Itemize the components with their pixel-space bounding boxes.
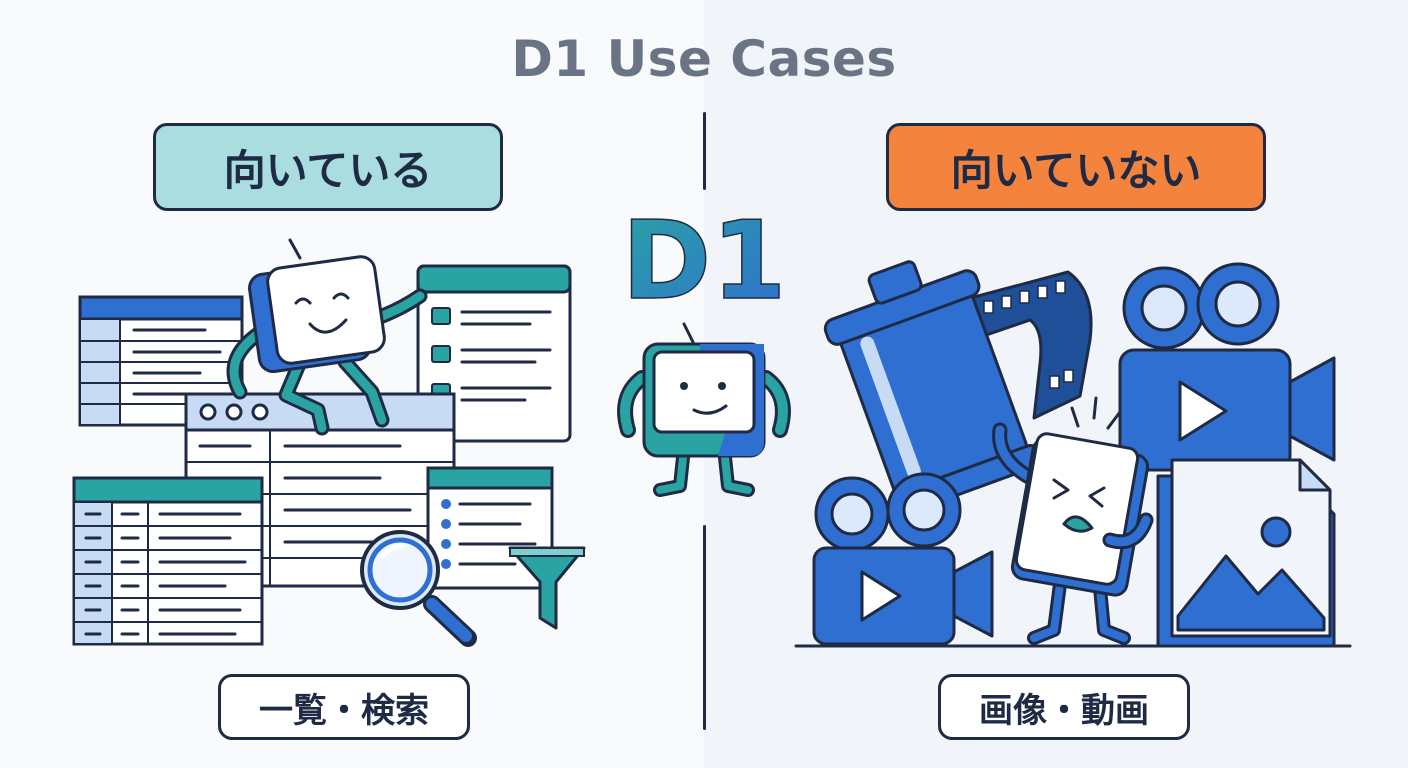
table-icon-back-left xyxy=(78,295,244,427)
center-mascot-icon xyxy=(617,322,791,497)
divider-bottom xyxy=(703,525,706,730)
list-icon-back-right xyxy=(416,264,572,443)
filter-icon xyxy=(508,546,586,630)
d1-logo-text: D1 xyxy=(622,199,787,324)
table-icon-front-left xyxy=(72,476,264,646)
image-file-icon xyxy=(1156,458,1336,648)
magnifier-icon xyxy=(360,530,477,647)
happy-mascot-icon xyxy=(226,238,428,436)
video-camera-icon-small xyxy=(812,472,994,646)
list-icon-front-right xyxy=(426,466,554,590)
stressed-mascot-icon xyxy=(992,396,1154,645)
image-video-caption: 画像・動画 xyxy=(938,674,1190,740)
unsuitable-badge: 向いていない xyxy=(886,123,1266,211)
video-camera-icon-large xyxy=(1118,262,1336,472)
divider-top xyxy=(703,112,706,190)
d1-logo-icon: D1 xyxy=(621,198,787,325)
list-search-caption: 一覧・検索 xyxy=(218,674,470,740)
page-title: D1 Use Cases xyxy=(511,30,897,88)
suitable-badge: 向いている xyxy=(153,123,503,211)
